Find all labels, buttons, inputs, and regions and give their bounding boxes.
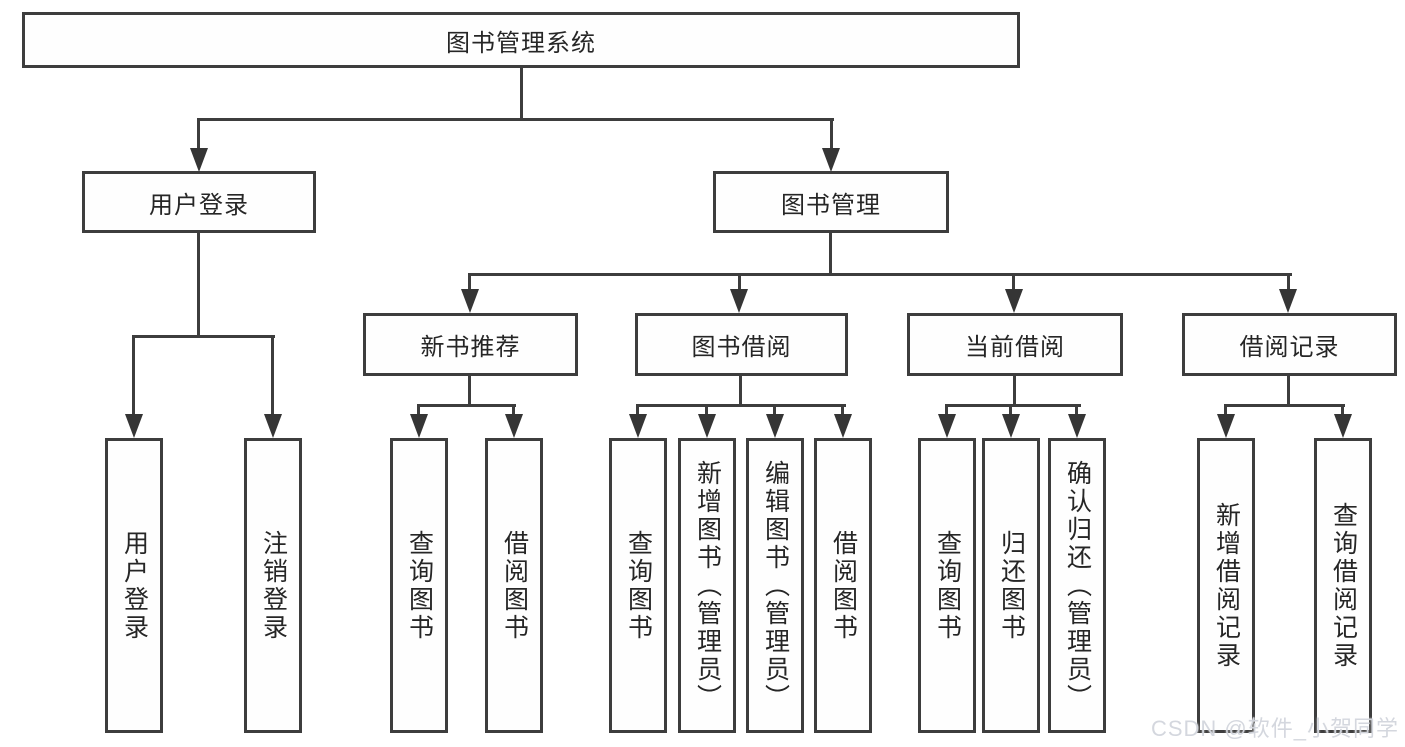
arrow-down-icon: [730, 289, 748, 313]
leaf-borrow-books-1: 借阅图书: [485, 438, 543, 733]
leaf-query-books-3: 查询图书: [918, 438, 976, 733]
arrow-down-icon: [190, 148, 208, 172]
connector-line: [1075, 404, 1078, 417]
leaf-borrow-books-2: 借阅图书: [814, 438, 872, 733]
connector-line: [417, 404, 516, 407]
node-book-borrowing-label: 图书借阅: [691, 334, 792, 361]
connector-line: [773, 404, 776, 417]
connector-line: [841, 404, 844, 417]
connector-line: [739, 376, 742, 407]
node-current-borrowing: 当前借阅: [907, 313, 1123, 376]
node-user-login: 用户登录: [82, 171, 316, 233]
connector-line: [1013, 376, 1016, 407]
arrow-down-icon: [1334, 414, 1352, 438]
connector-line: [636, 404, 639, 417]
connector-line: [520, 68, 523, 121]
connector-line: [271, 335, 274, 418]
arrow-down-icon: [938, 414, 956, 438]
node-new-book-recommend-label: 新书推荐: [420, 334, 521, 361]
arrow-down-icon: [264, 414, 282, 438]
connector-line: [945, 404, 1081, 407]
arrow-down-icon: [822, 148, 840, 172]
leaf-add-book-admin-label: 新增图书（管理员）: [693, 459, 722, 712]
connector-line: [830, 118, 833, 152]
leaf-logout: 注销登录: [244, 438, 302, 733]
csdn-watermark: CSDN @软件_小贺同学: [1150, 716, 1399, 741]
leaf-query-borrow-record-label: 查询借阅记录: [1329, 501, 1358, 670]
connector-line: [1224, 404, 1227, 417]
leaf-confirm-return-admin-label: 确认归还（管理员）: [1063, 459, 1092, 712]
connector-line: [1287, 273, 1290, 291]
connector-line: [197, 118, 200, 152]
node-user-login-label: 用户登录: [149, 191, 249, 219]
arrow-down-icon: [766, 414, 784, 438]
node-new-book-recommend: 新书推荐: [363, 313, 578, 376]
leaf-query-books-3-label: 查询图书: [933, 529, 962, 642]
connector-line: [468, 376, 471, 407]
node-borrowing-records-label: 借阅记录: [1239, 334, 1340, 361]
leaf-add-borrow-record: 新增借阅记录: [1197, 438, 1255, 733]
connector-line: [945, 404, 948, 417]
connector-line: [1012, 273, 1015, 291]
arrow-down-icon: [505, 414, 523, 438]
leaf-query-books-2-label: 查询图书: [624, 529, 653, 642]
node-book-borrowing: 图书借阅: [635, 313, 848, 376]
connector-line: [1287, 376, 1290, 407]
leaf-query-borrow-record: 查询借阅记录: [1314, 438, 1372, 733]
arrow-down-icon: [629, 414, 647, 438]
leaf-edit-book-admin-label: 编辑图书（管理员）: [761, 459, 790, 712]
connector-line: [132, 335, 135, 418]
leaf-borrow-books-1-label: 借阅图书: [500, 529, 529, 642]
connector-line: [132, 335, 275, 338]
leaf-borrow-books-2-label: 借阅图书: [829, 529, 858, 642]
connector-line: [1009, 404, 1012, 417]
node-book-management-label: 图书管理: [781, 191, 881, 219]
arrow-down-icon: [410, 414, 428, 438]
connector-line: [417, 404, 420, 417]
connector-line: [738, 273, 741, 291]
leaf-query-books-1: 查询图书: [390, 438, 448, 733]
leaf-add-borrow-record-label: 新增借阅记录: [1212, 501, 1241, 670]
arrow-down-icon: [698, 414, 716, 438]
connector-line: [1341, 404, 1344, 417]
leaf-query-books-2: 查询图书: [609, 438, 667, 733]
leaf-user-login-label: 用户登录: [120, 529, 149, 642]
leaf-return-book-label: 归还图书: [997, 529, 1026, 642]
arrow-down-icon: [1068, 414, 1086, 438]
leaf-return-book: 归还图书: [982, 438, 1040, 733]
leaf-logout-label: 注销登录: [259, 529, 288, 642]
node-root-library-system: 图书管理系统: [22, 12, 1020, 68]
connector-line: [512, 404, 515, 417]
arrow-down-icon: [834, 414, 852, 438]
connector-line: [197, 118, 834, 121]
connector-line: [705, 404, 708, 417]
node-borrowing-records: 借阅记录: [1182, 313, 1397, 376]
node-root-label: 图书管理系统: [446, 29, 596, 57]
node-current-borrowing-label: 当前借阅: [965, 334, 1065, 361]
arrow-down-icon: [1002, 414, 1020, 438]
leaf-add-book-admin: 新增图书（管理员）: [678, 438, 736, 733]
connector-line: [1224, 404, 1345, 407]
connector-line: [829, 233, 832, 276]
node-book-management: 图书管理: [713, 171, 949, 233]
connector-line: [468, 273, 1292, 276]
connector-line: [468, 273, 471, 291]
arrow-down-icon: [1279, 289, 1297, 313]
arrow-down-icon: [461, 289, 479, 313]
leaf-user-login: 用户登录: [105, 438, 163, 733]
leaf-edit-book-admin: 编辑图书（管理员）: [746, 438, 804, 733]
arrow-down-icon: [125, 414, 143, 438]
connector-line: [197, 233, 200, 338]
connector-line: [636, 404, 846, 407]
arrow-down-icon: [1005, 289, 1023, 313]
leaf-confirm-return-admin: 确认归还（管理员）: [1048, 438, 1106, 733]
leaf-query-books-1-label: 查询图书: [405, 529, 434, 642]
arrow-down-icon: [1217, 414, 1235, 438]
